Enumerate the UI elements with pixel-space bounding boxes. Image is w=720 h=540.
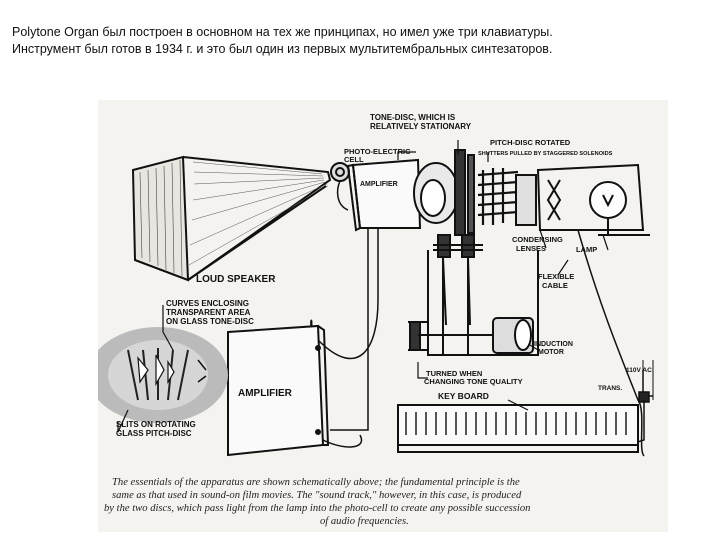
- label-curves-1: CURVES ENCLOSING: [166, 299, 249, 308]
- drive-mechanism: [408, 234, 539, 356]
- caption-line-4: of audio frequencies.: [320, 516, 409, 527]
- label-shutters: SHUTTERS PULLED BY STAGGERED SOLENOIDS: [478, 151, 613, 157]
- label-condensing-1: CONDENSING: [512, 235, 563, 244]
- figure-caption: The essentials of the apparatus are show…: [104, 477, 530, 527]
- label-loud-speaker: LOUD SPEAKER: [196, 274, 276, 285]
- label-induction-1: INDUCTION: [534, 341, 573, 348]
- label-amplifier-large: AMPLIFIER: [238, 388, 293, 399]
- label-curves-2: TRANSPARENT AREA: [166, 308, 251, 317]
- caption-line-1: The essentials of the apparatus are show…: [112, 477, 520, 488]
- disc-detail: [98, 327, 228, 423]
- label-slits-1: SLITS ON ROTATING: [116, 420, 196, 429]
- diagram-svg: TONE-DISC, WHICH IS RELATIVELY STATIONAR…: [98, 100, 668, 532]
- heading-line-2: Инструмент был готов в 1934 г. и это был…: [12, 42, 553, 56]
- label-flexible-2: CABLE: [542, 281, 568, 290]
- label-tone-disc-1: TONE-DISC, WHICH IS: [370, 113, 456, 122]
- leader-lines: [117, 140, 609, 433]
- label-photo-cell-1: PHOTO-ELECTRIC: [344, 147, 411, 156]
- label-pitch-disc: PITCH-DISC ROTATED: [490, 138, 571, 147]
- keyboard: [397, 404, 639, 453]
- label-lamp: LAMP: [576, 245, 597, 254]
- label-tone-disc-2: RELATIVELY STATIONARY: [370, 122, 472, 131]
- heading: Polytone Organ был построен в основном н…: [12, 24, 712, 58]
- heading-line-1: Polytone Organ был построен в основном н…: [12, 25, 553, 39]
- label-turned-2: CHANGING TONE QUALITY: [424, 377, 523, 386]
- labels: TONE-DISC, WHICH IS RELATIVELY STATIONAR…: [116, 113, 652, 438]
- label-curves-3: ON GLASS TONE-DISC: [166, 317, 254, 326]
- label-trans: TRANS.: [598, 385, 622, 392]
- amplifier-box: [227, 324, 330, 457]
- label-key-board: KEY BOARD: [438, 391, 489, 401]
- label-110v-ac: 110V AC: [626, 367, 652, 374]
- label-amplifier-small: AMPLIFIER: [360, 181, 398, 188]
- label-turned-1: TURNED WHEN: [426, 369, 482, 378]
- loud-speaker: [131, 155, 350, 282]
- label-induction-2: MOTOR: [538, 349, 564, 356]
- label-flexible-1: FLEXIBLE: [538, 272, 574, 281]
- label-condensing-2: LENSES: [516, 244, 546, 253]
- caption-line-3: by the two discs, which pass light from …: [104, 503, 530, 514]
- label-slits-2: GLASS PITCH-DISC: [116, 429, 192, 438]
- optical-assembly: [346, 149, 650, 236]
- label-photo-cell-2: CELL: [344, 155, 364, 164]
- caption-line-2: same as that used in sound-on film movie…: [112, 490, 522, 501]
- polytone-organ-diagram: TONE-DISC, WHICH IS RELATIVELY STATIONAR…: [98, 100, 668, 532]
